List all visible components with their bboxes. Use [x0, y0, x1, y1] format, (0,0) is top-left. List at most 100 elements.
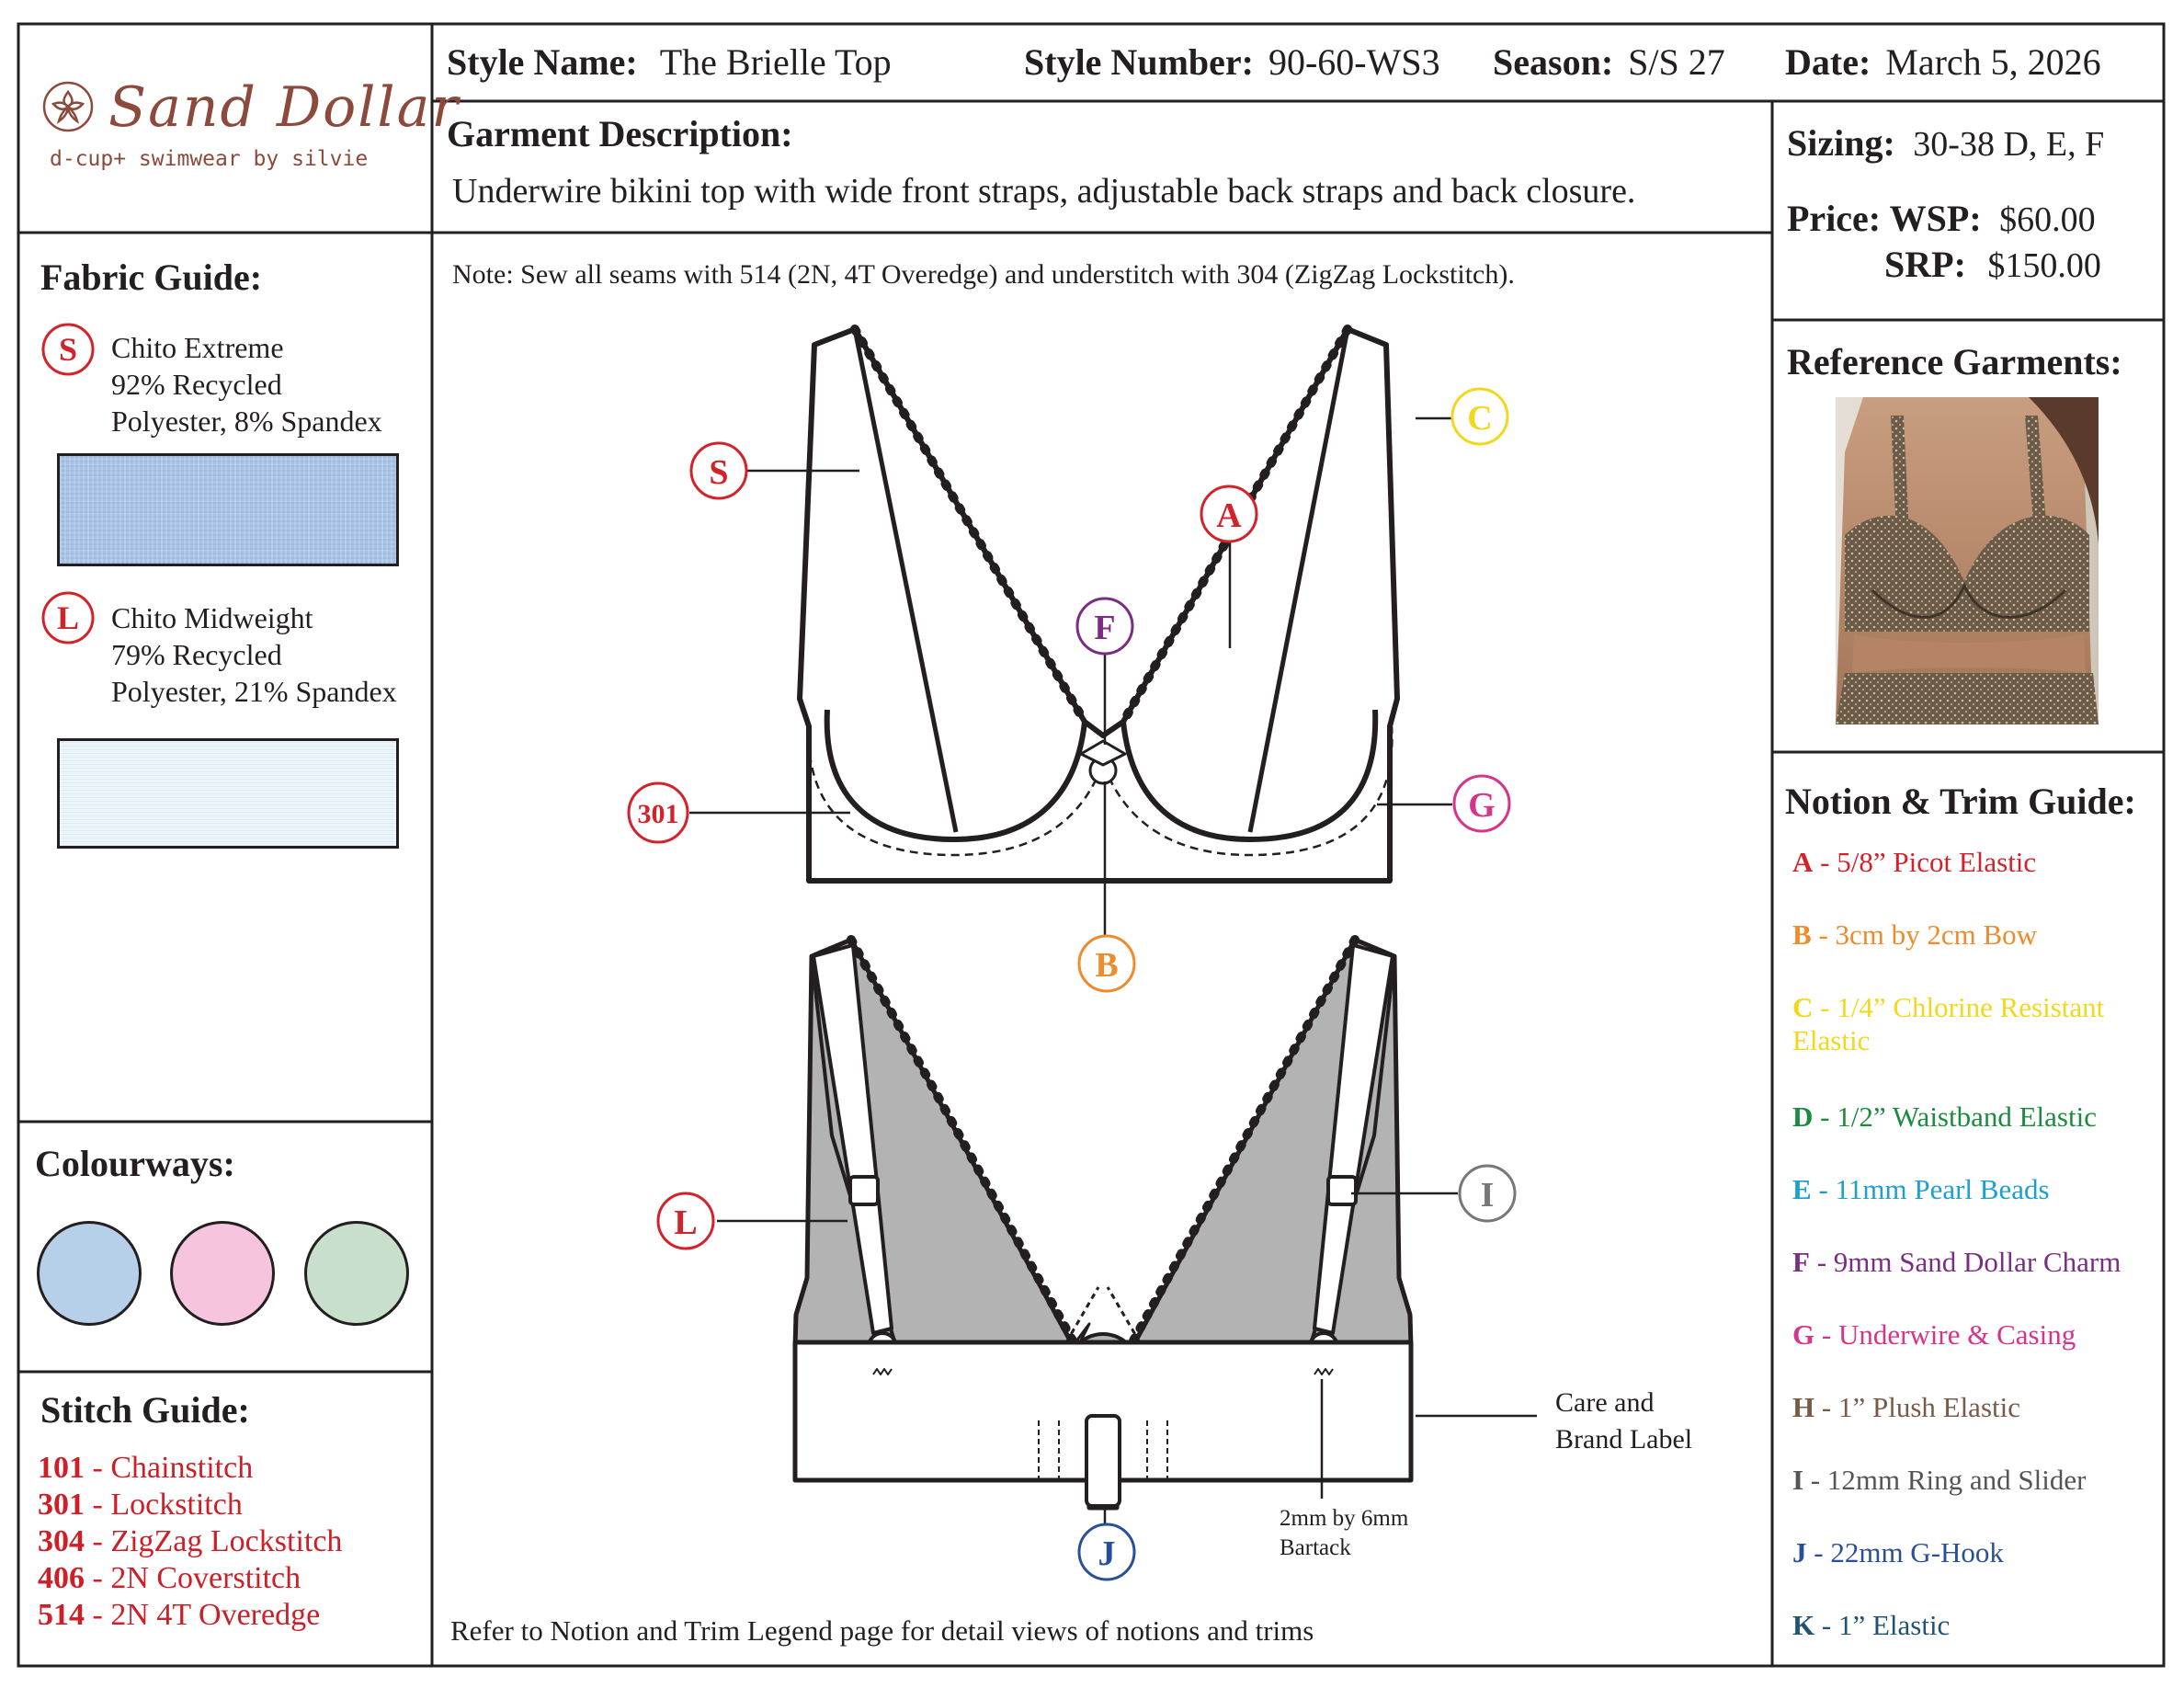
- back-view: [792, 935, 1414, 1511]
- notion-code: E: [1792, 1173, 1812, 1205]
- reference-garment-photo: [1836, 397, 2099, 724]
- bartack-line1: 2mm by 6mm: [1280, 1506, 1409, 1531]
- callout-g: G: [1452, 774, 1511, 833]
- callout-s-label: S: [709, 453, 728, 492]
- callout-a-label: A: [1216, 496, 1242, 535]
- colourway-blue-swatch: [37, 1221, 142, 1326]
- notion-code: J: [1792, 1536, 1807, 1568]
- callout-j: J: [1077, 1523, 1136, 1581]
- stitch-code: 301: [38, 1488, 85, 1522]
- notion-item-j: J - 22mm G-Hook: [1792, 1536, 2004, 1568]
- callout-s: S: [689, 441, 748, 500]
- callout-i-label: I: [1481, 1176, 1495, 1215]
- sizing-row: Sizing: 30-38 D, E, F: [1787, 121, 2104, 165]
- callout-g-label: G: [1468, 786, 1496, 825]
- notion-item-h: H - 1” Plush Elastic: [1792, 1391, 2020, 1423]
- callout-f: F: [1075, 597, 1134, 656]
- notion-code: F: [1792, 1246, 1810, 1278]
- stitch-code: 304: [38, 1524, 85, 1558]
- callout-c: C: [1450, 387, 1509, 446]
- notion-code: K: [1792, 1609, 1815, 1641]
- callout-c-label: C: [1467, 399, 1492, 438]
- callout-j-label: J: [1098, 1534, 1116, 1573]
- stitch-code: 514: [38, 1598, 85, 1632]
- colourway-green-swatch: [304, 1221, 409, 1326]
- notion-item-a: A - 5/8” Picot Elastic: [1792, 846, 2037, 878]
- fabric-s-badge: S: [41, 323, 95, 376]
- notion-item-b: B - 3cm by 2cm Bow: [1792, 918, 2038, 951]
- callout-f-label: F: [1094, 609, 1115, 647]
- notion-code: A: [1792, 846, 1814, 878]
- notion-guide-title: Notion & Trim Guide:: [1785, 781, 2136, 822]
- stitch-row-304: 304 - ZigZag Lockstitch: [38, 1524, 343, 1558]
- fabric-l-text: Chito Midweight 79% Recycled Polyester, …: [111, 599, 397, 710]
- care-label-line2: Brand Label: [1555, 1424, 1693, 1454]
- season-value: S/S 27: [1628, 41, 1725, 83]
- notion-item-k: K - 1” Elastic: [1792, 1609, 1951, 1641]
- reference-title: Reference Garments:: [1787, 341, 2122, 382]
- style-name-label: Style Name:: [447, 41, 638, 83]
- notion-text-line2: Elastic: [1792, 1024, 1871, 1056]
- sizing-label: Sizing:: [1787, 122, 1895, 164]
- colourway-pink-swatch: [170, 1221, 275, 1326]
- fabric-l-swatch: [57, 738, 399, 849]
- stitch-code: 406: [38, 1561, 85, 1595]
- fabric-l-line3: Polyester, 21% Spandex: [111, 675, 397, 708]
- fabric-s-text: Chito Extreme 92% Recycled Polyester, 8%…: [111, 329, 382, 439]
- callout-l: L: [656, 1192, 715, 1250]
- fabric-l-line2: 79% Recycled: [111, 638, 282, 671]
- stitch-name: 2N Coverstitch: [110, 1561, 301, 1595]
- notion-text: 1” Elastic: [1837, 1609, 1951, 1641]
- notion-code: D: [1792, 1101, 1814, 1133]
- care-label-annotation: Care and Brand Label: [1555, 1385, 1692, 1458]
- callout-b-label: B: [1095, 946, 1118, 985]
- notion-code: H: [1792, 1391, 1815, 1423]
- stitch-name: Chainstitch: [110, 1451, 254, 1485]
- notion-item-f: F - 9mm Sand Dollar Charm: [1792, 1246, 2121, 1278]
- fabric-l-name: Chito Midweight: [111, 601, 313, 634]
- bartack-annotation: 2mm by 6mm Bartack: [1280, 1504, 1408, 1563]
- date-value: March 5, 2026: [1885, 41, 2101, 83]
- style-number-value: 90-60-WS3: [1268, 41, 1440, 83]
- fabric-s-name: Chito Extreme: [111, 331, 284, 364]
- srp-value: $150.00: [1987, 246, 2101, 285]
- notion-code: B: [1792, 918, 1812, 951]
- callout-301: 301: [627, 781, 689, 844]
- stitch-row-406: 406 - 2N Coverstitch: [38, 1561, 301, 1595]
- stitch-name: ZigZag Lockstitch: [110, 1524, 343, 1558]
- notion-text: 9mm Sand Dollar Charm: [1833, 1246, 2121, 1278]
- callout-i: I: [1458, 1164, 1517, 1223]
- notion-text: 1/2” Waistband Elastic: [1837, 1101, 2097, 1133]
- sand-dollar-icon: [42, 81, 94, 132]
- notion-item-d: D - 1/2” Waistband Elastic: [1792, 1101, 2097, 1133]
- style-number-row: Style Number: 90-60-WS3: [1024, 40, 1440, 84]
- fabric-l-code: L: [57, 599, 79, 636]
- footer-note: Refer to Notion and Trim Legend page for…: [450, 1614, 1314, 1647]
- stitch-name: Lockstitch: [110, 1488, 243, 1522]
- date-label: Date:: [1785, 41, 1871, 83]
- brand-tagline: d-cup+ swimwear by silvie: [50, 147, 369, 171]
- notion-text: Underwire & Casing: [1837, 1318, 2076, 1351]
- style-number-label: Style Number:: [1024, 41, 1254, 83]
- stitch-code: 101: [38, 1451, 85, 1485]
- brand-logo: Sand Dollar: [108, 75, 461, 140]
- srp-label: SRP:: [1884, 244, 1966, 285]
- style-name-row: Style Name: The Brielle Top: [447, 40, 892, 84]
- stitch-row-101: 101 - Chainstitch: [38, 1451, 254, 1485]
- sewing-note: Note: Sew all seams with 514 (2N, 4T Ove…: [452, 259, 1515, 290]
- srp-row: SRP: $150.00: [1884, 243, 2101, 286]
- sizing-value: 30-38 D, E, F: [1913, 125, 2105, 164]
- notion-text: 3cm by 2cm Bow: [1835, 918, 2038, 951]
- notion-code: G: [1792, 1318, 1815, 1351]
- leader-lines: [689, 416, 1537, 1524]
- fabric-s-code: S: [59, 331, 77, 368]
- notion-text: 1” Plush Elastic: [1837, 1391, 2020, 1423]
- callout-a: A: [1200, 485, 1258, 543]
- style-name-value: The Brielle Top: [659, 41, 892, 83]
- season-label: Season:: [1493, 41, 1614, 83]
- notion-text: 12mm Ring and Slider: [1826, 1464, 2087, 1496]
